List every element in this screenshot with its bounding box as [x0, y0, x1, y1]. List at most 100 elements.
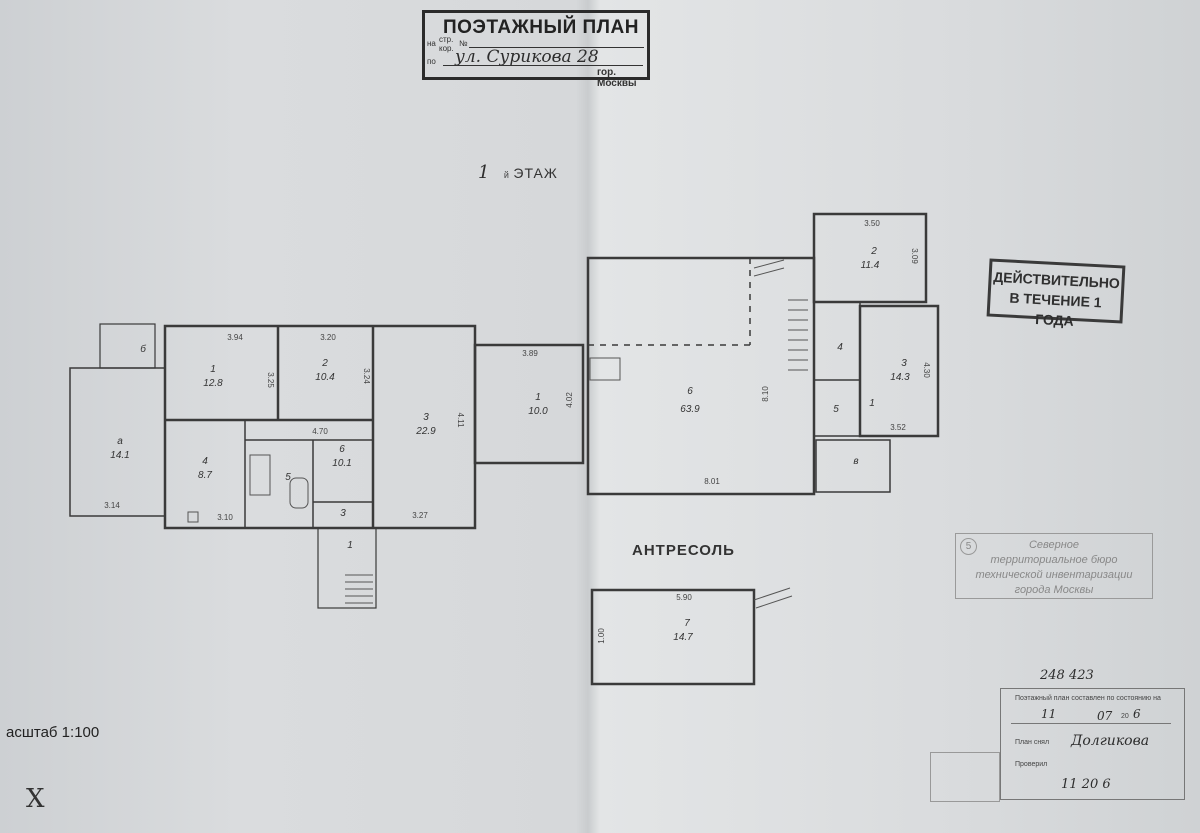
- floor-title: 1 й ЭТАЖ: [478, 162, 558, 183]
- walls: [69, 212, 940, 686]
- dim: 4.11: [456, 413, 465, 429]
- dim: 4.70: [312, 427, 328, 436]
- bureau-line-4: города Москвы: [1014, 584, 1094, 596]
- stamp-line: [443, 65, 643, 66]
- dim: 5.90: [676, 593, 692, 602]
- dim: 3.50: [864, 219, 880, 228]
- dim: 4.30: [922, 362, 931, 378]
- mezzanine-outline: [590, 588, 756, 686]
- stairs-steps: [788, 299, 808, 371]
- stamp-city: гор. Москвы: [597, 67, 637, 89]
- room-11-4-outline: [812, 212, 928, 304]
- dim: 4.02: [565, 392, 574, 408]
- stairs-steps: [753, 259, 785, 277]
- dim: 3.94: [227, 333, 243, 342]
- plan-by-label: План снял: [1015, 739, 1050, 746]
- room-c1-area: 10.0: [528, 406, 548, 417]
- dimension-labels: 3.94 3.20 3.25 3.24 4.11 4.70 3.10 3.27 …: [104, 219, 931, 644]
- stamp-line: [1011, 723, 1171, 724]
- room-10-outline: [473, 343, 585, 465]
- room-1-num: 1: [210, 364, 216, 375]
- floor-number-handwritten: 1: [478, 162, 490, 183]
- dim: 3.52: [890, 423, 906, 432]
- survey-stamp-line1: Поэтажный план составлен по состоянию на: [1015, 695, 1161, 702]
- stamp-no-label: №: [459, 39, 468, 48]
- floor-plan-header-stamp: ПОЭТАЖНЫЙ ПЛАН на стр. кор. № по ул. Сур…: [422, 10, 650, 89]
- room-5-num: 5: [285, 472, 291, 483]
- porch-b-outline: [99, 323, 156, 369]
- survey-date-year: 6: [1133, 707, 1141, 721]
- inventory-number: 248 423: [1040, 668, 1094, 683]
- survey-date-suffix: 20: [1121, 713, 1129, 720]
- hall-num: 6: [687, 386, 693, 397]
- entry-steps-outline: [317, 527, 377, 609]
- room-6-area: 10.1: [332, 458, 351, 469]
- room-3s-num: 3: [340, 508, 346, 519]
- dim: 8.10: [761, 386, 770, 402]
- room-3-num: 3: [423, 412, 429, 423]
- hall-area: 63.9: [680, 404, 700, 415]
- room-a-area: 14.1: [110, 450, 129, 461]
- room-r5-num: 5: [833, 404, 839, 415]
- survey-date-month: 07: [1097, 709, 1113, 723]
- dim: 3.10: [217, 513, 233, 522]
- stove: [187, 511, 199, 523]
- room-r4-num: 4: [837, 342, 843, 353]
- dim: 3.89: [522, 349, 538, 358]
- corner-mark: X: [26, 784, 45, 814]
- bureau-line-1: Северное: [1028, 539, 1080, 551]
- bureau-line-2: территориальное бюро: [990, 554, 1118, 566]
- mezz-room-num: 7: [684, 618, 690, 629]
- floor-label: ЭТАЖ: [513, 165, 558, 181]
- checked-label: Проверил: [1015, 761, 1048, 768]
- room-labels: а 14.1 б 1 12.8 2 10.4 3 22.9 4 8.7 5 6 …: [110, 246, 910, 643]
- faded-stamp: [930, 752, 1000, 802]
- room-r3-num: 3: [901, 358, 907, 369]
- stamp-na-label: на: [427, 39, 436, 48]
- entry-num: 1: [347, 540, 353, 551]
- room-2-area: 10.4: [315, 372, 335, 383]
- room-r2-area: 11.4: [861, 260, 880, 271]
- dim: 1.00: [597, 628, 606, 644]
- room-4-num: 4: [202, 456, 208, 467]
- room-r3-area: 14.3: [890, 372, 910, 383]
- fixture: [249, 454, 271, 496]
- dim: 3.27: [412, 511, 428, 520]
- survey-stamp: Поэтажный план составлен по состоянию на…: [1000, 688, 1185, 800]
- room-2-num: 2: [321, 358, 328, 369]
- room-a-num: а: [117, 436, 123, 447]
- dim: 3.25: [266, 372, 275, 388]
- room-c1-num: 1: [535, 392, 541, 403]
- room-4-area: 8.7: [198, 470, 212, 481]
- bureau-stamp: 5 Северное территориальное бюро техничес…: [955, 533, 1153, 599]
- bathtub: [289, 477, 309, 509]
- stairs: [187, 259, 808, 609]
- mezzanine-title: АНТРЕСОЛЬ: [632, 542, 735, 559]
- room-v-num: в: [853, 456, 858, 467]
- stamp-line: [469, 47, 644, 48]
- stamp-str-label: стр.: [439, 35, 454, 44]
- room-3-area: 22.9: [415, 426, 436, 437]
- check-date: 11 20 6: [1061, 777, 1111, 792]
- room-v-outline: [815, 439, 891, 493]
- dim: 3.14: [104, 501, 120, 510]
- plan-by-name: Долгикова: [1071, 733, 1150, 749]
- stairs-steps: [345, 574, 373, 604]
- dim: 3.24: [362, 368, 371, 384]
- room-1-area: 12.8: [203, 378, 223, 389]
- stair-block: [589, 357, 621, 381]
- stamp-po-label: по: [427, 57, 436, 66]
- bureau-number: 5: [960, 538, 977, 555]
- wet-rooms-outline: [813, 301, 861, 437]
- room-b-num: б: [140, 343, 146, 355]
- bureau-line-3: технической инвентаризации: [975, 569, 1133, 581]
- stairs-steps: [753, 587, 793, 609]
- mezz-room-area: 14.7: [673, 632, 693, 643]
- floor-suffix: й: [503, 170, 509, 180]
- scale-label: асштаб 1:100: [6, 724, 100, 741]
- room-r1-num: 1: [869, 398, 875, 409]
- stamp-street-handwritten: ул. Сурикова 28: [455, 47, 599, 67]
- room-r2-num: 2: [870, 246, 877, 257]
